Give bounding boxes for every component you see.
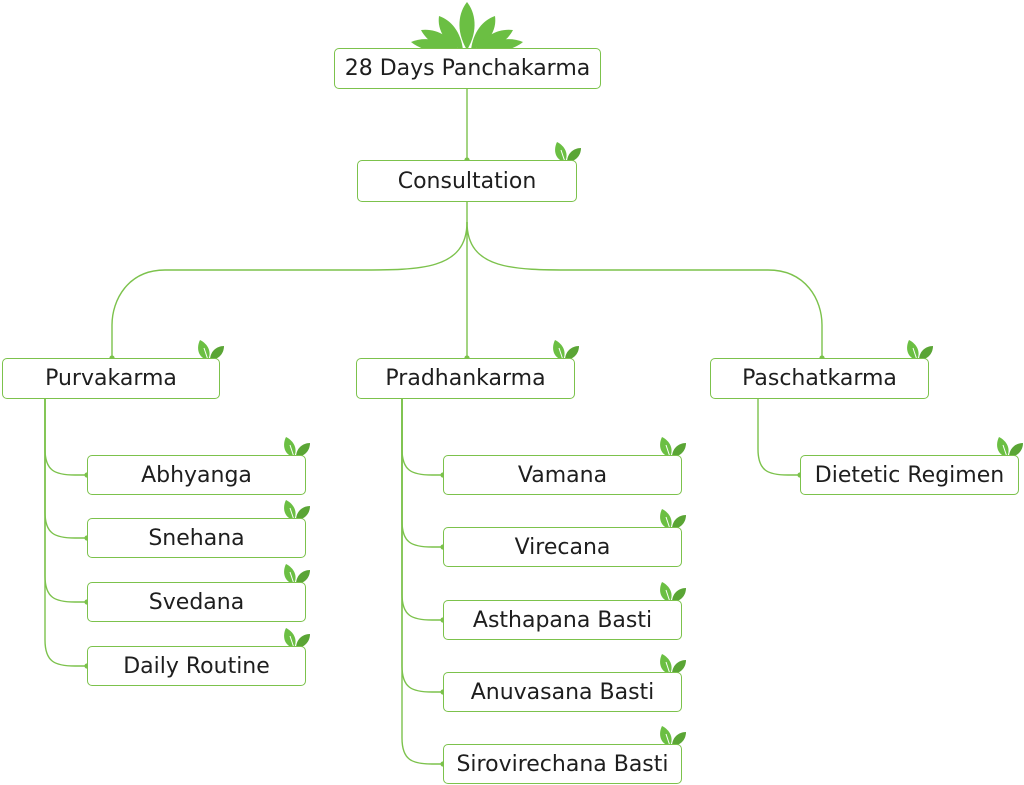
connector-paschatkarma-step xyxy=(757,399,800,476)
leaf-pair-icon xyxy=(284,628,310,649)
leaf-pair-icon xyxy=(284,500,310,521)
connector-consultation-paschatkarma xyxy=(466,221,823,358)
step-node-virecana: Virecana xyxy=(443,527,682,567)
step-label: Anuvasana Basti xyxy=(470,679,655,705)
connector-pradhankarma-step xyxy=(401,399,443,476)
step-node-vamana: Vamana xyxy=(443,455,682,495)
leaf-pair-icon xyxy=(907,340,933,361)
connector-pradhankarma-step xyxy=(401,399,443,765)
step-label: Sirovirechana Basti xyxy=(456,751,669,777)
root-node: 28 Days Panchakarma xyxy=(334,48,601,89)
step-node-svedana: Svedana xyxy=(87,582,306,622)
leaf-pair-icon xyxy=(997,437,1023,458)
step-node-asthapana-basti: Asthapana Basti xyxy=(443,600,682,640)
leaf-pair-icon xyxy=(660,582,686,603)
step-label: Dietetic Regimen xyxy=(814,462,1005,488)
phase-node-purvakarma: Purvakarma xyxy=(2,358,220,399)
leaf-pair-icon xyxy=(284,564,310,585)
leaf-pair-icon xyxy=(660,726,686,747)
connector-purvakarma-step xyxy=(44,399,87,667)
leaf-pair-icon xyxy=(660,654,686,675)
phase-label: Pradhankarma xyxy=(385,366,546,391)
step-label: Daily Routine xyxy=(123,653,270,679)
leaves-crown-icon xyxy=(411,2,523,52)
leaf-pair-icon xyxy=(660,509,686,530)
consultation-node: Consultation xyxy=(357,160,577,202)
phase-node-paschatkarma: Paschatkarma xyxy=(710,358,929,399)
step-node-snehana: Snehana xyxy=(87,518,306,558)
phase-label: Paschatkarma xyxy=(742,366,897,391)
leaf-pair-icon xyxy=(555,142,581,163)
step-label: Asthapana Basti xyxy=(472,607,653,633)
connector-pradhankarma-step xyxy=(401,399,443,621)
connector-pradhankarma-step xyxy=(401,399,443,548)
step-label: Snehana xyxy=(148,525,245,551)
leaf-pair-icon xyxy=(553,340,579,361)
step-label: Virecana xyxy=(514,534,611,560)
leaf-pair-icon xyxy=(284,437,310,458)
leaf-pair-icon xyxy=(198,340,224,361)
connector-purvakarma-step xyxy=(44,399,87,476)
connector-consultation-purvakarma xyxy=(111,221,468,358)
connector-pradhankarma-step xyxy=(401,399,443,693)
root-label: 28 Days Panchakarma xyxy=(344,56,591,81)
step-node-daily-routine: Daily Routine xyxy=(87,646,306,686)
phase-node-pradhankarma: Pradhankarma xyxy=(356,358,575,399)
phase-label: Purvakarma xyxy=(45,366,177,391)
step-label: Svedana xyxy=(148,589,245,615)
step-label: Abhyanga xyxy=(141,462,252,488)
step-label: Vamana xyxy=(517,462,608,488)
consultation-label: Consultation xyxy=(397,168,537,194)
step-node-anuvasana-basti: Anuvasana Basti xyxy=(443,672,682,712)
step-node-sirovirechana-basti: Sirovirechana Basti xyxy=(443,744,682,784)
leaf-pair-icon xyxy=(660,437,686,458)
step-node-dietetic-regimen: Dietetic Regimen xyxy=(800,455,1019,495)
connector-purvakarma-step xyxy=(44,399,87,603)
step-node-abhyanga: Abhyanga xyxy=(87,455,306,495)
